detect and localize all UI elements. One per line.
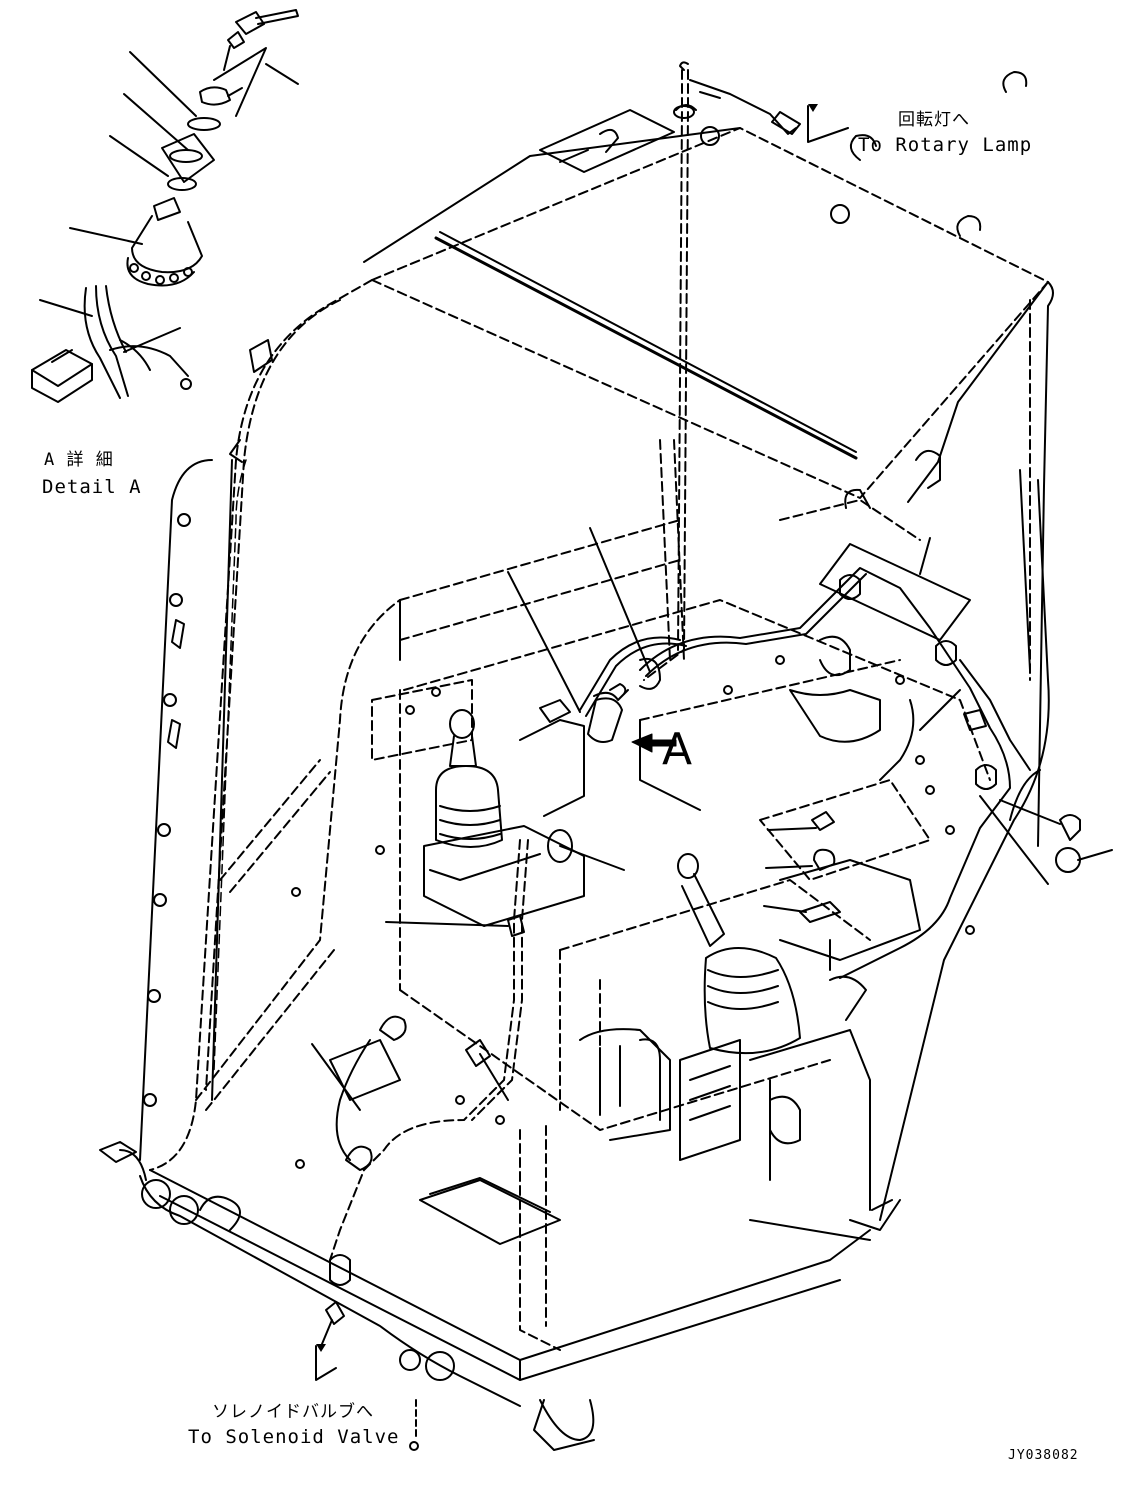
- solenoid-arrow-icon: [316, 1344, 326, 1352]
- rotary-lamp-label-en: To Rotary Lamp: [858, 134, 1033, 156]
- hinge-icon: [425, 1351, 455, 1381]
- hinge-icon: [399, 1349, 421, 1371]
- relay-icon: [345, 1145, 373, 1171]
- lower-connector-icon: [99, 1141, 137, 1163]
- washer-icon: [169, 149, 203, 163]
- rotary-lamp-label-ja: 回転灯へ: [898, 110, 970, 130]
- hinge-icon: [169, 1195, 199, 1225]
- solenoid-valve-label-ja: ソレノイドバルブへ: [212, 1402, 374, 1422]
- hinge-icon: [141, 1179, 171, 1209]
- detail-a-label-en: Detail A: [42, 476, 142, 498]
- key-switch-icon: [153, 197, 181, 221]
- view-a-arrow-icon: [631, 733, 677, 753]
- right-control-lever: [677, 811, 921, 1211]
- floor-plate: [291, 599, 991, 1351]
- left-control-lever: [423, 699, 585, 927]
- right-sensor-icon: [1055, 847, 1081, 873]
- detail-a-label-ja: A 詳 細: [44, 450, 114, 470]
- seat-base-box: [579, 1028, 801, 1161]
- solenoid-valve-label-en: To Solenoid Valve: [188, 1426, 400, 1448]
- nut-icon: [199, 86, 231, 106]
- wiring-harness: [321, 61, 1081, 1451]
- rotary-lamp-connector-icon: [771, 111, 801, 135]
- terminal-icon: [180, 378, 192, 390]
- leader-lines: [311, 105, 1113, 1381]
- view-a-callout: A: [662, 724, 693, 775]
- roof-grommet-icon: [830, 204, 850, 224]
- rocker-switch-icon: [811, 811, 835, 831]
- switch-plate-icon: [799, 901, 841, 923]
- roof-grommet-icon: [700, 126, 720, 146]
- detail-a-key-switch: [31, 9, 299, 403]
- drawing-number: JY038082: [1008, 1448, 1079, 1463]
- cab-frame: [99, 71, 1054, 1451]
- key-head-icon: [235, 11, 265, 35]
- washer-icon: [187, 117, 221, 131]
- toggle-switch-icon: [813, 848, 836, 871]
- rotary-lamp-arrow-icon: [808, 104, 818, 112]
- relay-icon: [379, 1015, 407, 1041]
